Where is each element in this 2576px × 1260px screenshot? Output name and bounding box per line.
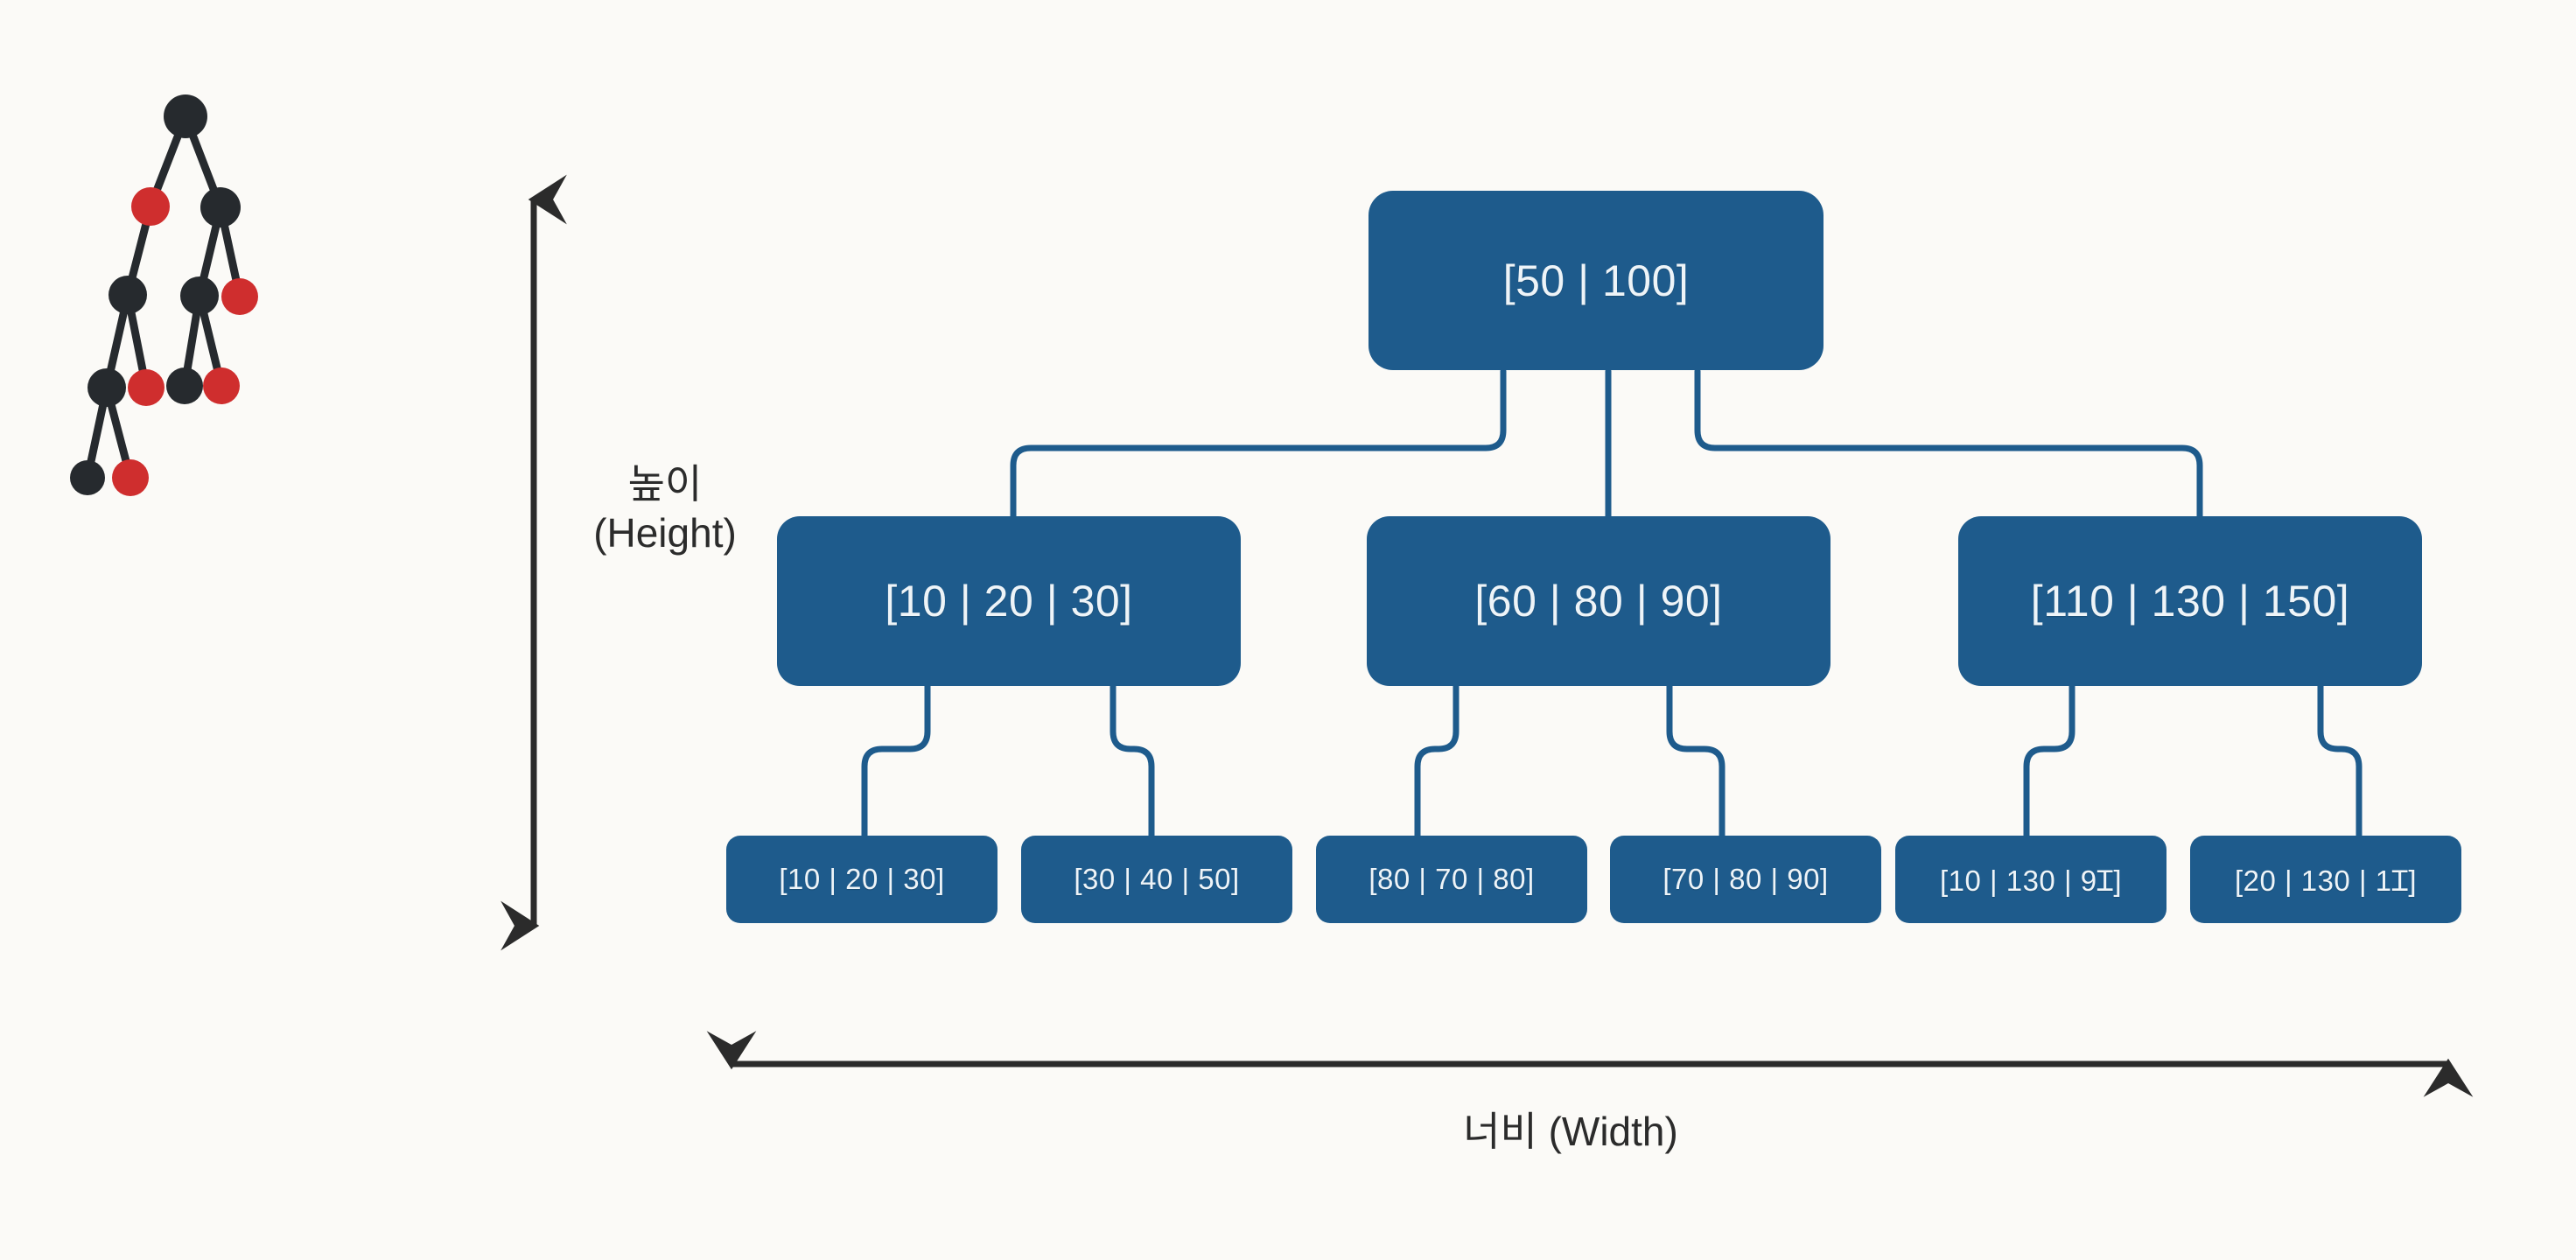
rbtree-node-black xyxy=(164,94,207,138)
link-root-to-internal-0 xyxy=(1010,368,1507,522)
btree-root-node[interactable]: [50 | 100] xyxy=(1368,191,1824,370)
btree-leaf-node-3[interactable]: [70 | 80 | 90] xyxy=(1610,836,1881,923)
link-internal-0-to-leaf-1 xyxy=(1110,682,1155,840)
rbtree-node-black xyxy=(180,276,219,315)
link-internal-2-to-leaf-4 xyxy=(2023,682,2076,840)
link-internal-0-to-leaf-0 xyxy=(861,682,931,840)
btree-leaf-node-2[interactable]: [80 | 70 | 80] xyxy=(1316,836,1587,923)
rbtree-node-black xyxy=(88,368,126,407)
link-internal-1-to-leaf-2 xyxy=(1414,682,1460,840)
height-label-korean: 높이 xyxy=(627,461,703,507)
link-internal-1-to-leaf-3 xyxy=(1666,682,1726,840)
link-root-to-internal-2 xyxy=(1694,368,2203,522)
rbtree-node-red xyxy=(131,187,170,226)
width-axis-label: 너비 (Width) xyxy=(1463,1109,1678,1154)
btree-leaf-node-4[interactable]: [10 | 130 | 9Ɪ] xyxy=(1895,836,2166,923)
red-black-tree-illustration xyxy=(70,94,258,496)
height-axis-label: 높이 (Height) xyxy=(534,459,796,557)
btree-internal-node-2[interactable]: [110 | 130 | 150] xyxy=(1958,516,2422,686)
rbtree-node-red xyxy=(128,369,164,406)
btree-internal-node-0[interactable]: [10 | 20 | 30] xyxy=(777,516,1241,686)
btree-leaf-node-1[interactable]: [30 | 40 | 50] xyxy=(1021,836,1292,923)
btree-leaf-node-0[interactable]: [10 | 20 | 30] xyxy=(726,836,998,923)
height-label-english: (Height) xyxy=(593,510,737,556)
btree-leaf-node-5[interactable]: [20 | 130 | 1Ɪ] xyxy=(2190,836,2461,923)
btree-connectors xyxy=(861,368,2362,840)
rbtree-node-black xyxy=(108,276,147,314)
rbtree-node-black xyxy=(70,460,105,495)
btree-internal-node-1[interactable]: [60 | 80 | 90] xyxy=(1367,516,1830,686)
rbtree-node-red xyxy=(112,459,149,496)
rbtree-node-red xyxy=(203,368,240,404)
rbtree-node-black xyxy=(166,368,203,404)
rbtree-node-black xyxy=(200,187,241,228)
link-internal-2-to-leaf-5 xyxy=(2317,682,2362,840)
rbtree-node-red xyxy=(221,278,258,315)
